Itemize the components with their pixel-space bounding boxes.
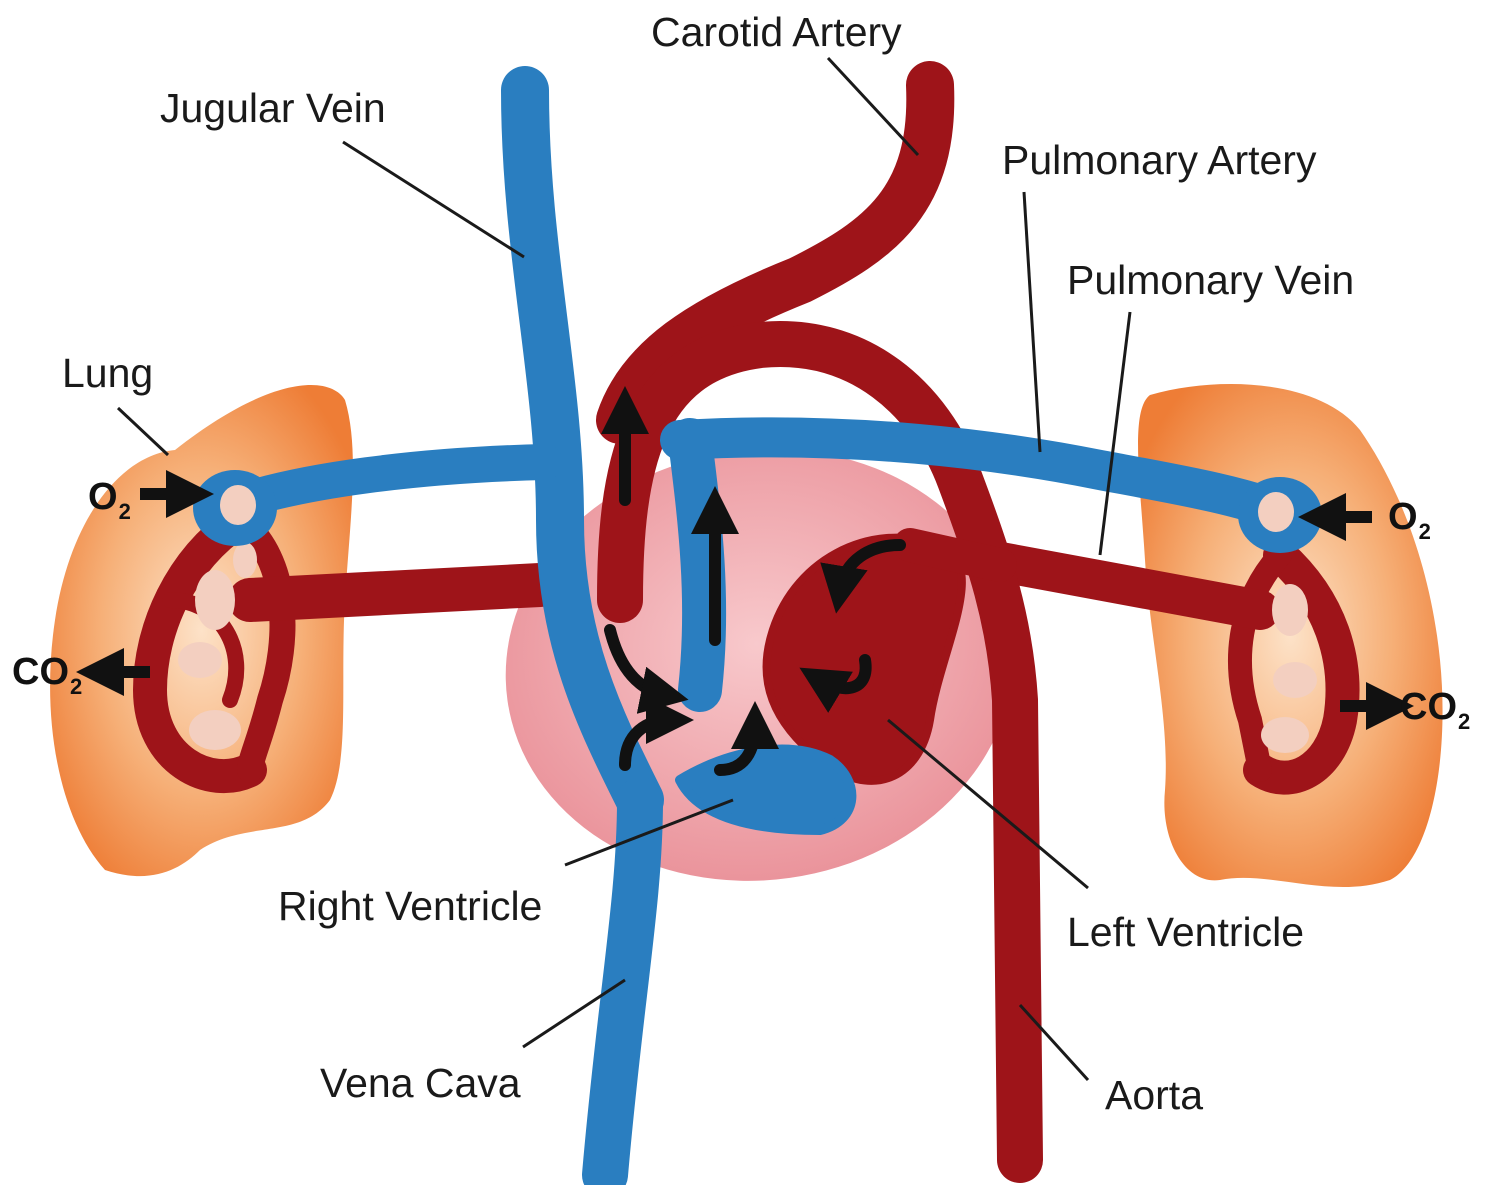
carotid-artery-vessel bbox=[596, 61, 955, 444]
right-lung-capillaries bbox=[970, 538, 1360, 795]
label-left-o2: O2 bbox=[88, 476, 131, 524]
leader-left-ventricle bbox=[887, 718, 1089, 890]
label-aorta: Aorta bbox=[1105, 1072, 1203, 1118]
flow-arrow-curve-2 bbox=[619, 696, 694, 771]
label-vena-cava: Vena Cava bbox=[320, 1060, 521, 1106]
leader-lung bbox=[116, 406, 170, 457]
flow-arrows bbox=[601, 386, 906, 776]
flow-arrow-curve-3 bbox=[714, 701, 779, 776]
gas-arrows bbox=[76, 470, 1414, 730]
jugular-vein-vessel bbox=[501, 66, 664, 824]
label-right-o2: O2 bbox=[1388, 496, 1431, 544]
pulmonary-artery-vessel bbox=[660, 417, 1310, 535]
label-pulmonary-artery: Pulmonary Artery bbox=[1002, 137, 1317, 183]
leader-vena-cava bbox=[522, 978, 626, 1049]
left-lung bbox=[50, 385, 353, 877]
leader-carotid bbox=[826, 56, 920, 157]
aorta-vessels bbox=[596, 61, 1043, 1183]
flow-arrow-curve-1 bbox=[604, 624, 689, 714]
label-lung: Lung bbox=[62, 350, 154, 396]
flow-arrow-curve-lv bbox=[820, 539, 906, 614]
leader-jugular bbox=[342, 140, 525, 259]
flow-arrow-curve-lv2 bbox=[799, 654, 872, 713]
pulmonary-trunk-vessel bbox=[668, 418, 727, 712]
right-lung-holes bbox=[1261, 584, 1317, 753]
leader-pulmonary-vein bbox=[1098, 311, 1132, 556]
left-lung-capillaries bbox=[132, 503, 562, 794]
leader-lines bbox=[116, 56, 1132, 1082]
aortic-arch-vessel bbox=[597, 321, 1043, 1183]
vena-cava-vessel bbox=[582, 777, 663, 1185]
leader-aorta bbox=[1018, 1003, 1090, 1082]
label-right-ventricle: Right Ventricle bbox=[278, 883, 543, 929]
leader-pulmonary-artery bbox=[1022, 191, 1042, 453]
label-pulmonary-vein: Pulmonary Vein bbox=[1067, 257, 1355, 303]
left-lung-holes bbox=[178, 542, 257, 750]
label-left-ventricle: Left Ventricle bbox=[1067, 909, 1305, 955]
label-left-co2: CO2 bbox=[12, 651, 83, 699]
label-carotid-artery: Carotid Artery bbox=[651, 9, 902, 55]
leader-right-ventricle bbox=[564, 798, 734, 867]
label-jugular-vein: Jugular Vein bbox=[160, 85, 386, 131]
label-right-co2: CO2 bbox=[1400, 686, 1471, 734]
